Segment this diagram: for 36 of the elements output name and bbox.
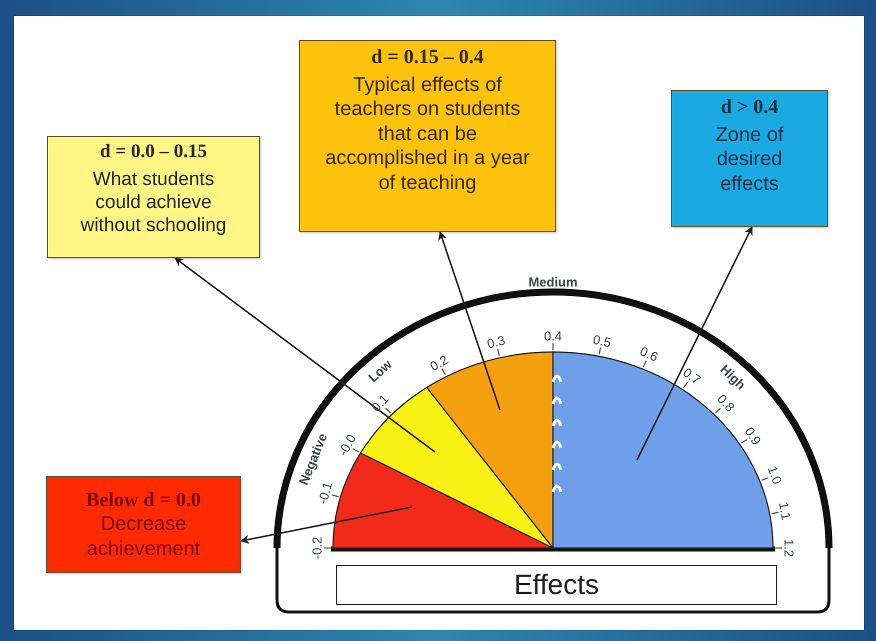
tick-label: 1.0 [764, 464, 785, 487]
info-box [47, 136, 260, 258]
scale-label-box [336, 565, 777, 605]
info-box [46, 476, 241, 573]
tick-label: 0.9 [742, 424, 764, 448]
box-text: Typical effects of teachers on students that can be accomplished in a year of teaching [324, 73, 531, 195]
arrow [438, 231, 501, 410]
tick-label: 0.7 [680, 365, 704, 388]
arrow [174, 257, 436, 453]
info-box [671, 90, 828, 227]
tick-label: 1.2 [782, 538, 796, 558]
zone-label: Medium [528, 274, 578, 290]
scale-title: Effects [514, 568, 600, 602]
arrow [636, 226, 753, 460]
box-text: What students could achieve without schooling [80, 168, 228, 238]
tick-label: 0.4 [544, 328, 562, 344]
box-text: Below d = 0.0 Decrease achievement [85, 488, 202, 562]
tick-label: -0.2 [310, 536, 324, 560]
box-text: Zone of desired effects [714, 123, 784, 196]
box-heading: d > 0.4 [720, 95, 778, 119]
tick-label: -0.0 [334, 432, 359, 459]
zone-label: Low [365, 356, 394, 386]
gauge-sector [426, 351, 554, 549]
tick-label: 0.8 [714, 392, 738, 416]
arrow [240, 506, 412, 544]
tick-label: 0.2 [427, 352, 450, 374]
gauge-sector [360, 386, 554, 549]
tick-label: -0.1 [314, 480, 336, 506]
tick-label: 0.6 [638, 344, 660, 365]
box-heading: d = 0.15 – 0.4 [371, 45, 484, 69]
info-box [299, 40, 556, 232]
tick-label: 0.1 [368, 392, 392, 416]
tick-label: 0.5 [592, 331, 612, 350]
box-heading: d = 0.0 – 0.15 [100, 141, 207, 164]
tick-label: 0.3 [485, 332, 506, 352]
tick-label: 1.1 [776, 500, 794, 522]
